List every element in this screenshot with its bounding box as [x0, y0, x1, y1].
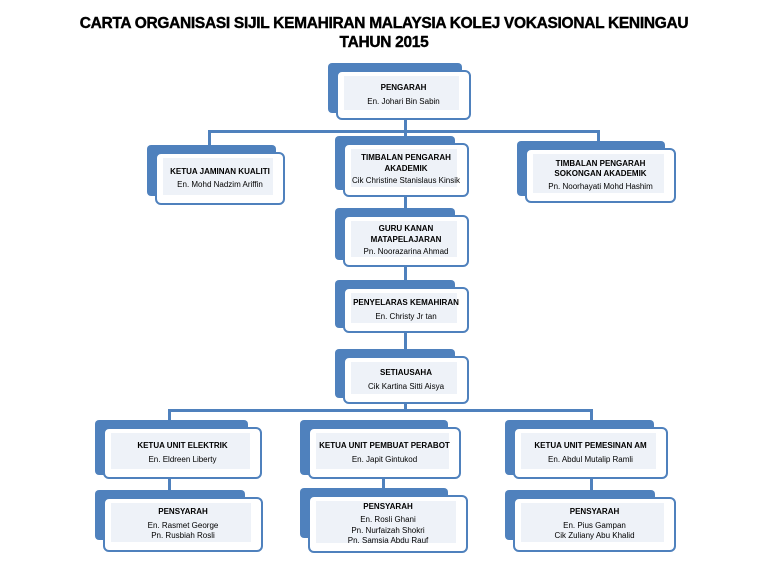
connector — [208, 130, 599, 133]
node-person-name: Pn. Noorazarina Ahmad — [363, 247, 449, 257]
node-role: PENSYARAH — [569, 507, 620, 517]
node-box: GURU KANAN MATAPELAJARAN Pn. Noorazarina … — [343, 215, 469, 267]
node-person-name: Pn. Samsia Abdu Rauf — [347, 536, 429, 545]
chart-title: CARTA ORGANISASI SIJIL KEMAHIRAN MALAYSI… — [79, 15, 689, 32]
node-person-name: Pn. Noorhayati Mohd Hashim — [548, 181, 653, 191]
connector — [168, 409, 171, 423]
connector — [590, 409, 593, 423]
node-person-name: Pn. Nurfaizah Shokri — [351, 525, 425, 535]
node-person-name: En. Japit Gintukod — [351, 454, 418, 464]
node-role: PENSYARAH — [363, 501, 413, 511]
node-role: PENSYARAH — [158, 507, 208, 517]
node-person-name: Cik Zuliany Abu Khalid — [554, 531, 635, 541]
node-person-name: En. Mohd Nadzim Ariffin — [177, 180, 263, 189]
node-role: KETUA UNIT ELEKTRIK — [137, 441, 228, 450]
node-box: KETUA UNIT PEMESINAN AM En. Abdul Mutalip… — [513, 427, 668, 479]
connector — [168, 478, 171, 492]
connector — [168, 409, 593, 412]
node-box: PENGARAH En. Johari Bin Sabin — [336, 70, 471, 120]
connector — [590, 478, 593, 492]
connector — [597, 130, 600, 148]
node-person-name: Cik Kartina Sitti Aisya — [367, 381, 445, 391]
node-role: TIMBALAN PENGARAH SOKONGAN AKADEMIK — [554, 158, 647, 179]
node-role: KETUA UNIT PEMBUAT PERABOT — [319, 441, 450, 450]
node-person-name: Cik Christine Stanislaus Kinsik — [351, 176, 461, 186]
node-role: GURU KANAN MATAPELAJARAN — [370, 224, 442, 244]
node-role: KETUA JAMINAN KUALITI — [170, 166, 270, 176]
node-box: TIMBALAN PENGARAH SOKONGAN AKADEMIK Pn. N… — [525, 148, 676, 203]
node-role: TIMBALAN PENGARAH AKADEMIK — [361, 153, 451, 173]
node-role: SETIAUSAHA — [379, 368, 432, 377]
connector — [208, 130, 211, 148]
node-person-name: En. Rasmet George — [147, 520, 219, 530]
node-box: KETUA UNIT ELEKTRIK En. Eldreen Liberty — [103, 427, 262, 479]
node-person-name: En. Eldreen Liberty — [148, 454, 217, 464]
node-box: KETUA JAMINAN KUALITI En. Mohd Nadzim Ari… — [155, 152, 285, 205]
connector — [382, 478, 385, 492]
node-person-name: En. Pius Gampan — [563, 520, 626, 530]
node-box: PENYELARAS KEMAHIRAN En. Christy Jr tan — [343, 287, 469, 333]
node-person-name: En. Rosli Ghani — [360, 515, 416, 524]
node-person-name: En. Johari Bin Sabin — [367, 96, 440, 106]
node-person-name: En. Christy Jr tan — [375, 311, 437, 321]
node-box: SETIAUSAHA Cik Kartina Sitti Aisya — [343, 356, 469, 404]
node-role: PENGARAH — [380, 83, 427, 92]
node-person-name: Pn. Rusbiah Rosli — [151, 531, 215, 541]
node-role: KETUA UNIT PEMESINAN AM — [534, 441, 647, 450]
node-box: KETUA UNIT PEMBUAT PERABOT En. Japit Gint… — [308, 427, 461, 479]
node-role: PENYELARAS KEMAHIRAN — [353, 298, 459, 307]
chart-subtitle-year: TAHUN 2015 — [339, 34, 429, 51]
node-box: TIMBALAN PENGARAH AKADEMIK Cik Christine … — [343, 143, 469, 197]
node-person-name: En. Abdul Mutalip Ramli — [548, 454, 633, 464]
